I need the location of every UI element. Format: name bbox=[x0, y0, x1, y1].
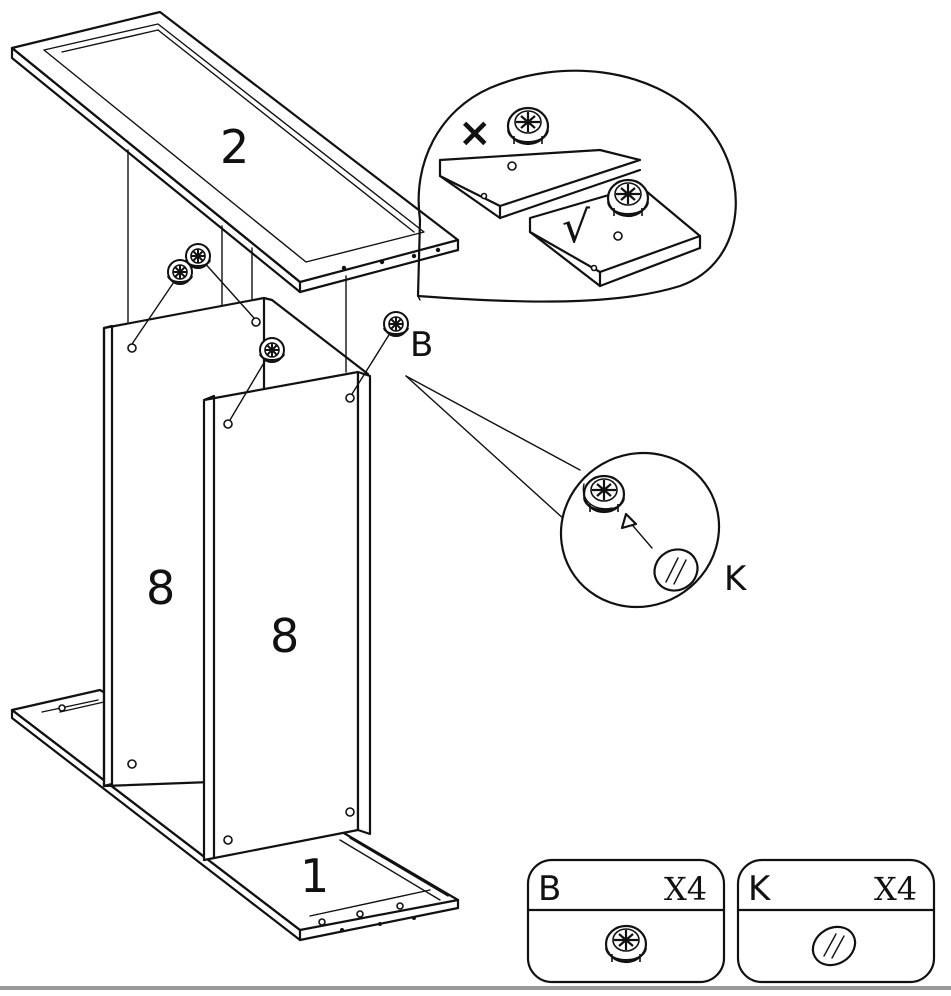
right-mark: √ bbox=[562, 202, 591, 253]
cam-lock-icon bbox=[604, 924, 648, 964]
left-panel-label: 8 bbox=[146, 561, 175, 615]
top-panel: 2 bbox=[10, 10, 460, 294]
legend-k-quantity: X4 bbox=[874, 870, 917, 908]
right-panel-label: 8 bbox=[270, 609, 299, 663]
dowel-cap-label: K bbox=[724, 559, 748, 599]
bottom-panel-label: 1 bbox=[300, 849, 329, 903]
parts-legend-k: K X4 bbox=[736, 858, 936, 984]
cam-locks: B bbox=[131, 243, 433, 421]
cam-lock-icon bbox=[506, 106, 550, 146]
cam-lock-icon bbox=[185, 243, 211, 269]
top-panel-label: 2 bbox=[220, 120, 249, 174]
cam-orientation-detail: × √ bbox=[416, 69, 737, 303]
legend-b-label: B bbox=[538, 869, 561, 909]
cam-lock-icon bbox=[259, 337, 285, 363]
cam-lock-label: B bbox=[410, 325, 433, 365]
cam-lock-icon bbox=[582, 474, 626, 514]
cam-lock-icon bbox=[383, 311, 409, 337]
legend-b-quantity: X4 bbox=[664, 870, 707, 908]
dowel-cap-icon bbox=[811, 925, 857, 967]
legend-k-label: K bbox=[748, 869, 772, 909]
cam-lock-icon bbox=[606, 178, 650, 218]
dowel-cap-detail: K bbox=[405, 375, 748, 609]
right-side-panel: 8 bbox=[202, 370, 372, 862]
parts-legend-b: B X4 bbox=[526, 858, 726, 984]
wrong-mark: × bbox=[458, 110, 492, 156]
